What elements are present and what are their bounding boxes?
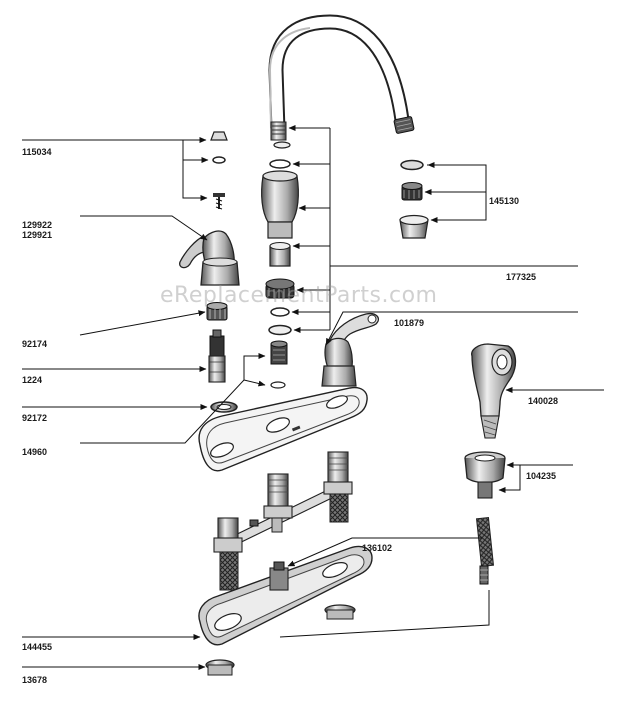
escutcheon-deck-plate bbox=[198, 386, 368, 472]
valve-body-manifold bbox=[213, 451, 353, 591]
part-label-136102: 136102 bbox=[362, 543, 393, 553]
part-label-145130: 145130 bbox=[489, 196, 520, 206]
right-lever-handle bbox=[321, 312, 380, 387]
part-label-101879: 101879 bbox=[394, 318, 425, 328]
part-label-1224: 1224 bbox=[22, 375, 43, 385]
part-label-129921: 129921 bbox=[22, 230, 53, 240]
handle-cap-parts bbox=[210, 131, 228, 210]
aerator-parts bbox=[399, 159, 429, 239]
bottom-gasket-plate bbox=[198, 545, 373, 676]
part-label-144455: 144455 bbox=[22, 642, 53, 652]
part-label-92172: 92172 bbox=[22, 413, 48, 423]
watermark: eReplacementParts.com bbox=[160, 283, 438, 308]
left-lever-handle bbox=[179, 230, 240, 286]
part-label-14960: 14960 bbox=[22, 447, 48, 457]
leader-lines bbox=[22, 125, 604, 670]
part-label-13678: 13678 bbox=[22, 675, 48, 685]
spout-stack-parts bbox=[261, 141, 299, 389]
part-label-104235: 104235 bbox=[526, 471, 557, 481]
part-label-129922: 129922 bbox=[22, 220, 53, 230]
part-label-177325: 177325 bbox=[506, 272, 537, 282]
part-label-140028: 140028 bbox=[528, 396, 559, 406]
part-label-92174: 92174 bbox=[22, 339, 48, 349]
spout-gooseneck bbox=[268, 14, 415, 141]
left-stem-parts bbox=[206, 302, 238, 413]
side-spray-assembly bbox=[464, 343, 517, 585]
part-label-115034: 115034 bbox=[22, 147, 52, 157]
